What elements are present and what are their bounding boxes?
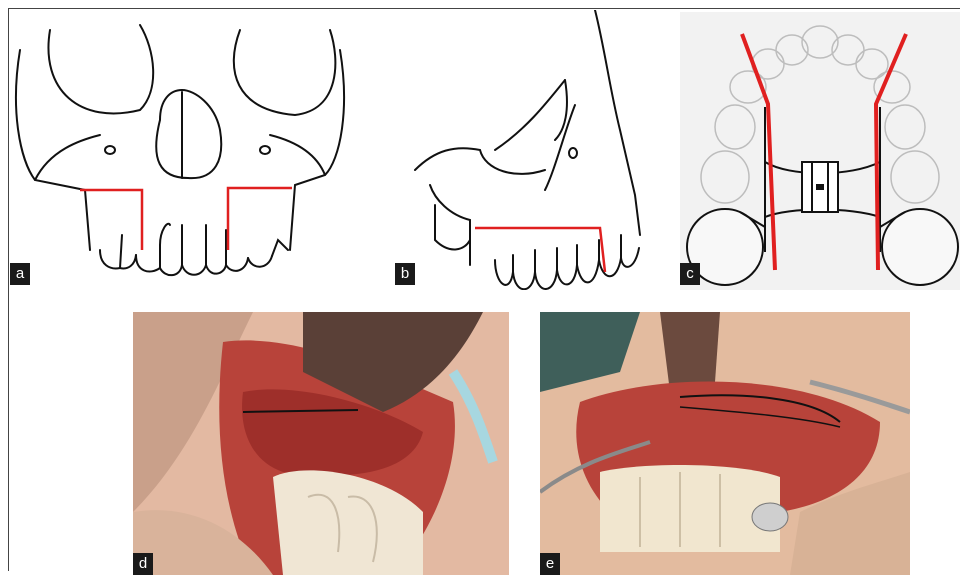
lateral-skull-drawing	[395, 10, 675, 290]
panel-c: c	[680, 12, 960, 290]
panel-label-b: b	[395, 263, 415, 285]
frontal-skull-drawing	[10, 10, 348, 290]
distractor-screw	[816, 184, 824, 190]
panel-a: a	[10, 10, 348, 290]
panel-label-e: e	[540, 553, 560, 575]
surgical-photo-e	[540, 312, 910, 575]
panel-b: b	[395, 10, 675, 290]
occlusal-distractor-drawing	[680, 12, 960, 290]
panel-label-c: c	[680, 263, 700, 285]
panel-d: d	[133, 312, 509, 575]
surgical-photo-d	[133, 312, 509, 575]
panel-label-a: a	[10, 263, 30, 285]
panel-label-d: d	[133, 553, 153, 575]
panel-e: e	[540, 312, 910, 575]
